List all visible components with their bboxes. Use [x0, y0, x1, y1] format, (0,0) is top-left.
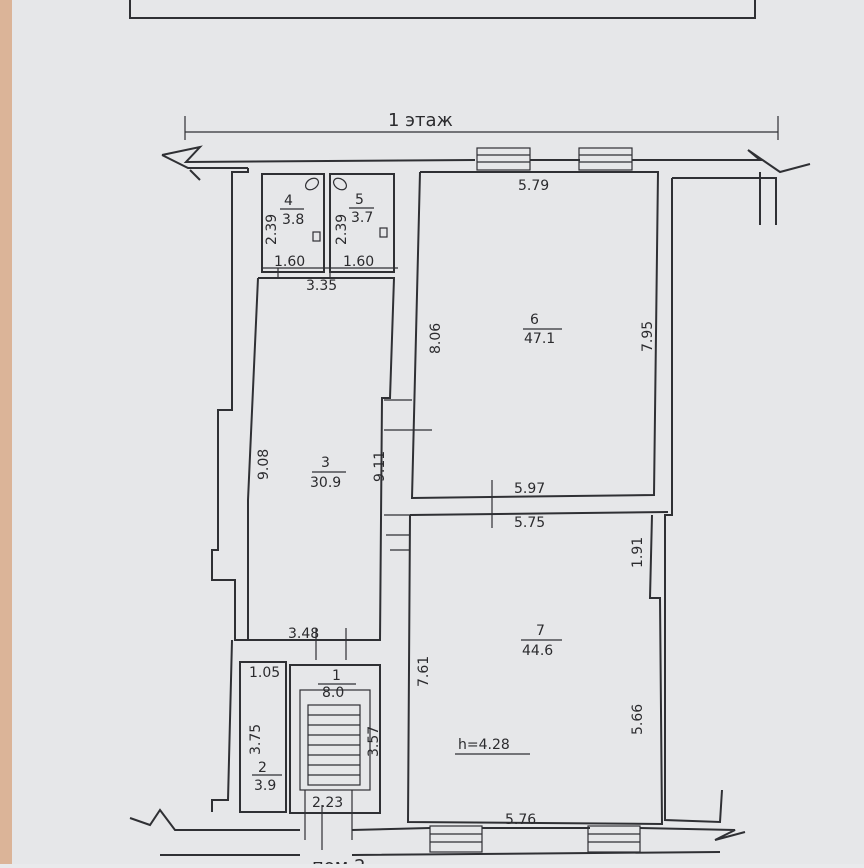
dim-room-7-top: 5.75	[514, 515, 545, 531]
corridor-doors	[384, 399, 432, 551]
room-3-outline	[247, 277, 396, 641]
dim-room-7-notch: 1.91	[630, 537, 646, 568]
stair-entry-lines	[315, 628, 347, 660]
floor-title: 1 этаж	[388, 110, 453, 131]
bottom-caption: пом.2	[312, 856, 366, 864]
svg-text:47.1: 47.1	[524, 331, 555, 347]
room-5-label: 5 3.7	[349, 192, 374, 226]
window-top-left	[476, 147, 531, 171]
room-2-label: 2 3.9	[252, 760, 282, 794]
dim-room-3-right: 9.11	[372, 451, 388, 482]
floor-title-rule	[184, 116, 779, 140]
dim-room-2-height: 3.75	[248, 724, 264, 755]
outer-wall-top	[161, 145, 811, 174]
room-4-label: 4 3.8	[280, 193, 304, 228]
svg-text:5: 5	[355, 192, 364, 208]
svg-text:8.0: 8.0	[322, 685, 344, 701]
wc-dimension-line	[262, 267, 398, 278]
room-4-outline	[261, 173, 325, 273]
dim-room-4-height: 2.39	[264, 214, 280, 245]
dim-room-7-right: 5.66	[630, 704, 646, 735]
lower-plan-fragment	[160, 851, 721, 856]
room-3-label: 3 30.9	[310, 455, 346, 491]
dim-room-7-bottom: 5.76	[505, 812, 536, 828]
dim-stair-height: 3.57	[366, 726, 382, 757]
svg-text:3.7: 3.7	[351, 210, 373, 226]
paper-edge	[0, 0, 12, 864]
window-bottom-left	[429, 825, 483, 853]
outer-wall-bottom	[129, 808, 746, 841]
toilet-icon-room-5	[332, 177, 388, 238]
dim-room-2-width: 1.05	[249, 665, 280, 681]
svg-text:4: 4	[284, 193, 293, 209]
dim-room-3-left: 9.08	[256, 449, 272, 480]
wall-break-left	[189, 169, 201, 181]
room-1-label: 1 8.0	[318, 668, 356, 701]
svg-text:3.9: 3.9	[254, 778, 276, 794]
room-5-outline	[329, 173, 395, 273]
dim-room-6-left: 8.06	[428, 323, 444, 354]
dim-room-6-bottom: 5.97	[514, 481, 545, 497]
dim-room-4-width: 1.60	[274, 254, 305, 270]
room-7-label: 7 44.6	[521, 623, 562, 659]
window-bottom-right	[587, 825, 641, 853]
dim-room-6-top: 5.79	[518, 178, 549, 194]
staircase	[299, 689, 371, 791]
outer-wall-left-lower	[211, 639, 233, 812]
svg-text:1: 1	[332, 668, 341, 684]
dim-room-7-left: 7.61	[416, 656, 432, 687]
svg-text:30.9: 30.9	[310, 475, 341, 491]
room-6-label: 6 47.1	[523, 312, 562, 347]
room-1-outline	[289, 664, 381, 814]
dim-room-5-width: 1.60	[343, 254, 374, 270]
window-top-right	[578, 147, 633, 171]
room-2-outline	[239, 661, 287, 813]
svg-text:44.6: 44.6	[522, 643, 553, 659]
svg-text:7: 7	[536, 623, 545, 639]
ceiling-height-label: h=4.28	[458, 737, 510, 753]
outer-wall-left	[211, 168, 249, 641]
dim-room-5-height: 2.39	[334, 214, 350, 245]
room-6-outline	[410, 171, 660, 500]
svg-text:6: 6	[530, 312, 539, 328]
outer-wall-right	[664, 172, 777, 824]
dim-stair-width: 2.23	[312, 795, 343, 811]
dim-room-3-bottom: 3.48	[288, 626, 319, 642]
svg-text:2: 2	[258, 760, 267, 776]
svg-text:3.8: 3.8	[282, 212, 304, 228]
toilet-icon-room-4	[304, 177, 321, 242]
room-7-outline	[406, 511, 669, 826]
dim-room-6-right: 7.95	[640, 321, 656, 352]
svg-text:3: 3	[321, 455, 330, 471]
dim-corridor-width: 3.35	[306, 278, 337, 294]
upper-plan-fragment	[129, 0, 756, 19]
